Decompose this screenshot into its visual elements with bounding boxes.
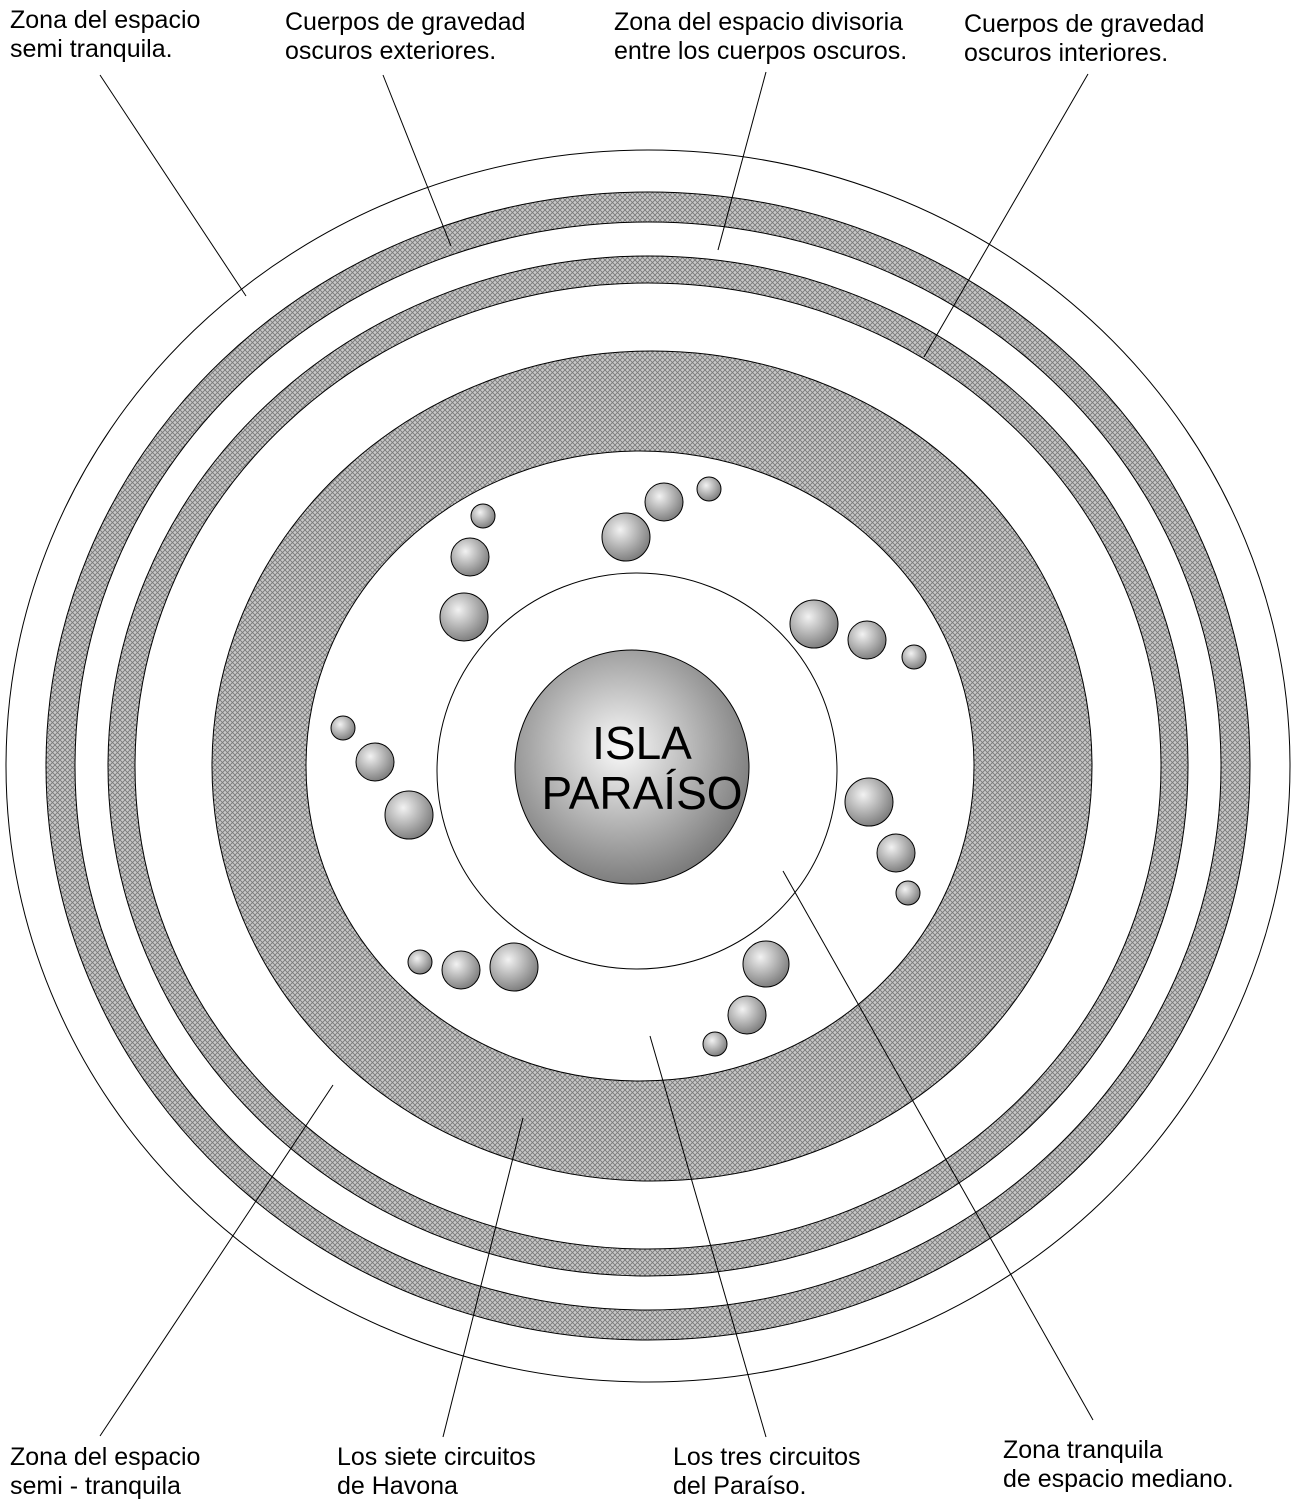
label-line: de espacio mediano. — [1003, 1465, 1234, 1493]
label-line: Zona del espacio — [10, 6, 201, 34]
label-line: Cuerpos de gravedad — [285, 8, 526, 36]
label-midspace-tranquil-zone: Zona tranquila de espacio mediano. — [1003, 1436, 1234, 1494]
leader-line-bottom-center-right — [649, 1035, 767, 1438]
label-inner-dark-gravity-bodies: Cuerpos de gravedad oscuros interiores. — [964, 10, 1204, 68]
havona-sphere — [742, 940, 790, 988]
label-line: Cuerpos de gravedad — [964, 10, 1205, 38]
havona-sphere — [355, 742, 395, 782]
label-line: oscuros exteriores. — [285, 37, 497, 65]
havona-sphere — [330, 715, 356, 741]
havona-sphere — [644, 482, 684, 522]
havona-sphere — [450, 537, 490, 577]
label-line: Los siete circuitos — [337, 1443, 536, 1471]
havona-sphere — [489, 942, 539, 992]
havona-sphere — [727, 995, 767, 1035]
havona-spheres — [330, 476, 927, 1057]
label-outer-dark-gravity-bodies: Cuerpos de gravedad oscuros exteriores. — [285, 8, 525, 66]
leader-line-top-center-right — [717, 71, 767, 251]
label-line: de Havona — [337, 1472, 458, 1500]
havona-sphere — [470, 503, 496, 529]
label-line: Los tres circuitos — [673, 1443, 861, 1471]
label-line: entre los cuerpos oscuros. — [614, 37, 908, 65]
label-line: del Paraíso. — [673, 1472, 807, 1500]
label-line: oscuros interiores. — [964, 39, 1169, 67]
leader-line-top-left — [99, 74, 247, 297]
havona-sphere — [441, 950, 481, 990]
label-line: semi - tranquila — [10, 1472, 181, 1500]
paradise-island-label-line1: ISLA — [592, 717, 692, 769]
leader-line-top-right — [923, 73, 1089, 358]
label-semi-tranquil-zone-bottom: Zona del espacio semi - tranquila — [10, 1443, 200, 1501]
havona-sphere — [895, 880, 921, 906]
havona-sphere — [901, 644, 927, 670]
leader-line-bottom-left — [99, 1084, 334, 1437]
label-line: Zona del espacio — [10, 1443, 201, 1471]
label-dividing-space-zone: Zona del espacio divisoria entre los cue… — [614, 8, 907, 66]
leader-line-top-center-left — [382, 74, 452, 247]
havona-sphere — [844, 777, 894, 827]
label-havona-circuits: Los siete circuitos de Havona — [337, 1443, 536, 1501]
label-line: Zona tranquila — [1003, 1436, 1163, 1464]
havona-sphere — [696, 476, 722, 502]
havona-sphere — [789, 599, 839, 649]
havona-sphere — [876, 833, 916, 873]
havona-sphere — [847, 620, 887, 660]
leader-lines — [99, 71, 1094, 1438]
leader-line-bottom-right — [782, 870, 1094, 1421]
paradise-island-label-line2: PARAÍSO — [541, 767, 743, 819]
label-paradise-circuits: Los tres circuitos del Paraíso. — [673, 1443, 861, 1501]
havona-sphere — [407, 949, 433, 975]
label-semi-tranquil-zone-top: Zona del espacio semi tranquila. — [10, 6, 200, 64]
label-line: semi tranquila. — [10, 35, 173, 63]
havona-sphere — [384, 790, 434, 840]
leader-line-bottom-center-left — [442, 1117, 524, 1438]
paradise-island-label: ISLA PARAÍSO — [512, 718, 772, 818]
havona-sphere — [601, 512, 651, 562]
paradise-island — [514, 649, 750, 885]
havona-sphere — [439, 592, 489, 642]
label-line: Zona del espacio divisoria — [614, 8, 904, 36]
havona-sphere — [702, 1031, 728, 1057]
